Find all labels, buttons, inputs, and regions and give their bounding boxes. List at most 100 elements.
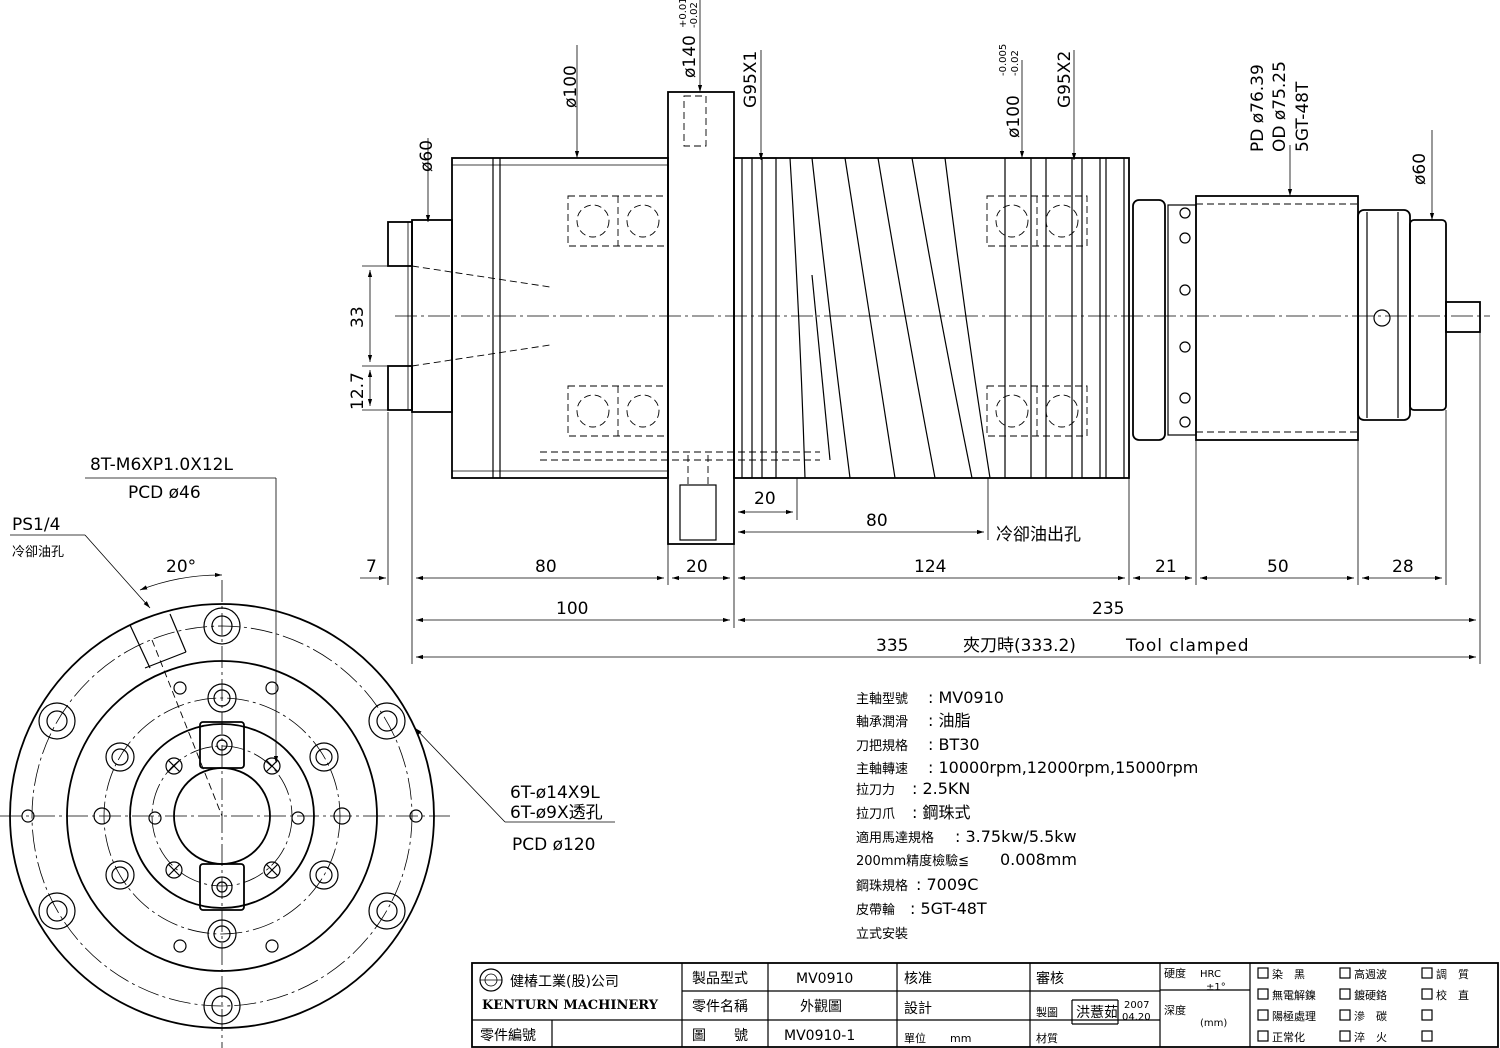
holes-pcd-label: PCD ø120 [512,835,595,855]
hardness-label: 硬度 [1164,966,1186,980]
svg-text:200mm精度檢驗≦: 200mm精度檢驗≦ [856,853,969,869]
material-label: 材質 [1036,1031,1058,1045]
svg-text:鍍硬鉻: 鍍硬鉻 [1354,988,1387,1002]
belt-pulley [1195,195,1359,441]
drawbar-end [1445,301,1481,333]
sub-100-label: 100 [556,599,588,619]
spec-item: 刀把規格 : BT30 [856,735,980,754]
rear-nut [1409,219,1447,411]
svg-text:調 質: 調 質 [1436,967,1469,981]
company-logo-icon [479,968,503,992]
clamped-cn-label: 夾刀時(333.2) [963,636,1076,656]
housing-circle [66,660,378,972]
checkbox-item[interactable]: 校 直 [1421,988,1469,1002]
holes-thru-label: 6T-ø9X透孔 [510,803,603,823]
svg-text:: MV0910: : MV0910 [928,688,1004,707]
seg-50-label: 50 [1267,557,1289,577]
svg-text:: 鋼珠式: : 鋼珠式 [912,803,970,822]
dim-80-inner-label: 80 [866,511,888,531]
svg-text:拉刀爪: 拉刀爪 [856,807,895,822]
svg-text:: 5GT-48T: : 5GT-48T [910,899,987,918]
cooling-sleeve [733,157,1130,479]
dia-100-left-label: ø100 [561,65,581,108]
dia-60-right-label: ø60 [1410,153,1430,185]
g95x1-label: G95X1 [741,51,761,108]
name-value: 外觀圖 [800,999,842,1015]
svg-text:鋼珠規格: 鋼珠規格 [856,878,908,894]
svg-text:正常化: 正常化 [1272,1030,1305,1044]
svg-text:拉刀力: 拉刀力 [856,783,895,798]
seg-20-label: 20 [686,557,708,577]
sub-235-label: 235 [1092,599,1124,619]
checkbox-item[interactable] [1421,1009,1433,1021]
thread-spec-label: 8T-M6XP1.0X12L [90,455,233,475]
dim-20-inner-label: 20 [754,489,776,509]
seg-21-label: 21 [1155,557,1177,577]
checkbox-item[interactable]: 淬 火 [1339,1030,1387,1044]
drawing-value: MV0910-1 [784,1028,855,1044]
hardness-unit: HRC [1200,969,1221,980]
front-housing [451,157,669,479]
svg-text:皮帶輪: 皮帶輪 [856,902,895,918]
port-label: PS1/4 [12,515,60,535]
front-view-dimensions: ø60 ø100 ø140 +0.01 -0.02 G95X1 ø100 -0.… [348,0,1481,664]
checkbox-item[interactable]: 高週波 [1339,967,1387,981]
dim-33-label: 33 [348,306,368,328]
dia-140-label: ø140 [680,35,700,78]
dia-140-tol-dn: -0.02 [689,2,700,28]
g95x2-label: G95X2 [1055,51,1075,108]
pd-label: PD ø76.39 [1248,64,1268,152]
thread-pcd-label: PCD ø46 [128,483,201,503]
title-block: 健椿工業(股)公司 KENTURN MACHINERY 零件編號 製品型式 MV… [471,962,1499,1048]
unit-value: mm [950,1032,971,1045]
seg-124-label: 124 [914,557,946,577]
svg-text:無電解鎳: 無電解鎳 [1272,988,1316,1002]
checkbox-item[interactable]: 染 黑 [1257,967,1305,981]
spec-item: 200mm精度檢驗≦0.008mm [856,850,1077,869]
svg-text:: 油脂: : 油脂 [928,711,970,730]
dim-12-7-label: 12.7 [348,372,368,410]
checkbox-item[interactable]: 調 質 [1421,967,1469,981]
review-label: 審核 [1036,971,1064,987]
spec-item: 拉刀爪 : 鋼珠式 [856,803,970,822]
od-label: OD ø75.25 [1270,61,1290,152]
mounting-flange [667,91,735,545]
checkbox-item[interactable]: 鍍硬鉻 [1339,988,1387,1002]
spec-item: 主軸型號: MV0910 [856,688,1004,707]
dia-100-right-label: ø100 [1004,95,1024,138]
total-335-label: 335 [876,636,908,656]
rear-collar [1132,199,1166,441]
checkbox-item[interactable]: 正常化 [1257,1030,1305,1044]
hardness-tol: ±1° [1206,982,1226,993]
svg-text:主軸轉速: 主軸轉速 [856,762,908,777]
checkbox-item[interactable] [1421,1030,1433,1042]
rear-bearing-bottom [986,385,1088,437]
spec-item: 軸承潤滑: 油脂 [856,711,970,730]
seg-28-label: 28 [1392,557,1414,577]
belt-label: 5GT-48T [1293,81,1313,152]
svg-text:適用馬達規格: 適用馬達規格 [856,830,934,846]
name-label: 零件名稱 [692,999,748,1015]
spec-list: 主軸型號: MV0910 軸承潤滑: 油脂 刀把規格: BT30 主軸轉速: 1… [856,688,1198,942]
depth-unit: (mm) [1200,1018,1227,1029]
svg-text:淬 火: 淬 火 [1354,1030,1387,1044]
svg-text:陽極處理: 陽極處理 [1272,1009,1316,1023]
front-bearing-bottom [567,385,669,437]
checkbox-item[interactable]: 滲 碳 [1339,1009,1387,1023]
flange-outer-circle [9,603,435,1029]
spec-item: 鋼珠規格: 7009C [856,875,978,894]
model-value: MV0910 [796,971,853,987]
treatment-checklist: 染 黑 無電解鎳 陽極處理 正常化 高週波 鍍硬鉻 滲 碳 淬 火 調 質 校 … [1257,967,1469,1044]
design-label: 設計 [904,1001,932,1017]
svg-text:: 3.75kw/5.5kw: : 3.75kw/5.5kw [955,827,1077,846]
dia-100-tol-dn: -0.02 [1010,50,1021,76]
checkbox-item[interactable]: 無電解鎳 [1257,988,1316,1002]
svg-text:刀把規格: 刀把規格 [856,738,908,754]
svg-text:: BT30: : BT30 [928,735,980,754]
drawn-by: 洪薏茹 [1076,1004,1118,1021]
helical-grooves [789,157,991,479]
date-year: 2007 [1124,1000,1149,1011]
checkbox-item[interactable]: 陽極處理 [1257,1009,1316,1023]
model-label: 製品型式 [692,971,748,987]
